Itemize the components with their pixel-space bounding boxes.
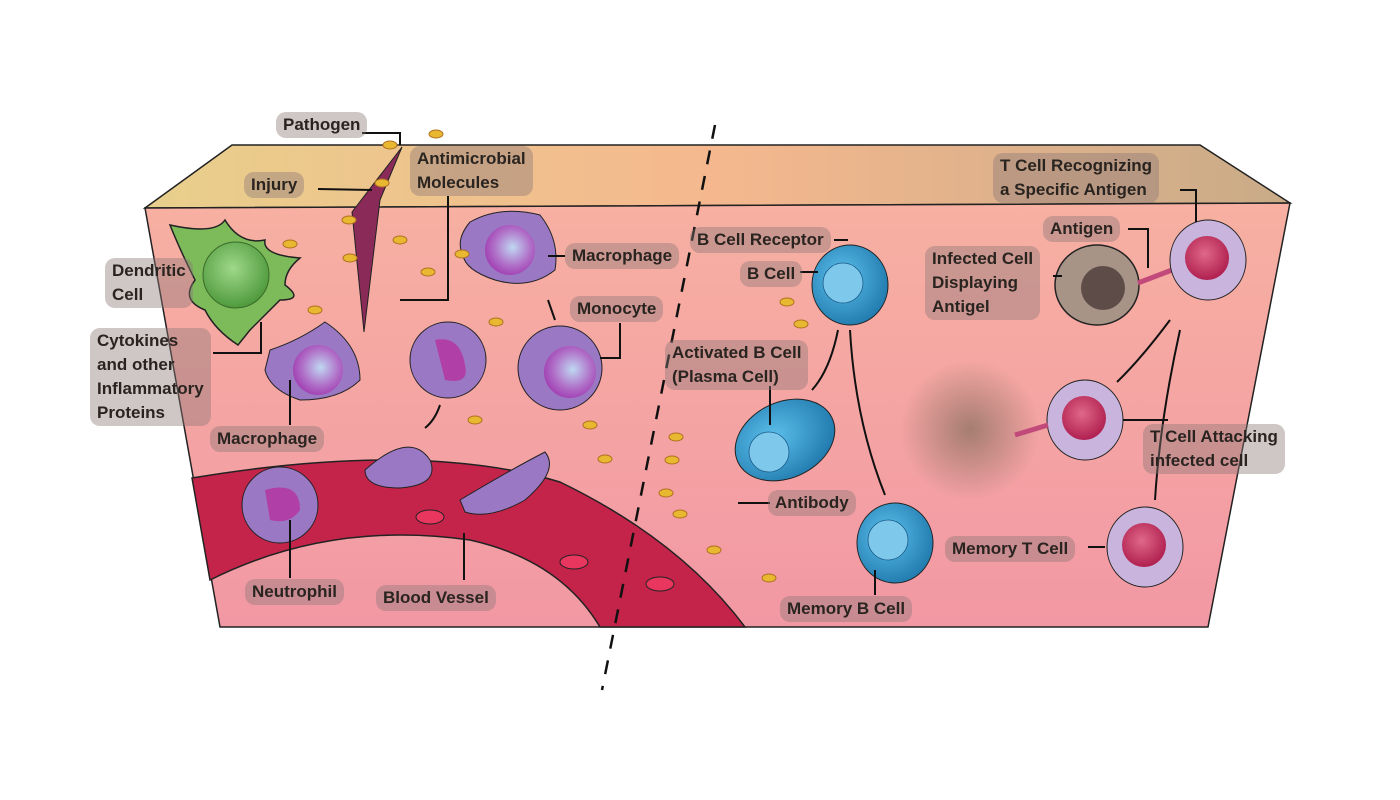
t-cell-attacking bbox=[1046, 379, 1124, 461]
injury-wound bbox=[351, 146, 403, 333]
label-dendritic-cell: Dendritic Cell bbox=[105, 258, 193, 308]
label-memory-t-cell: Memory T Cell bbox=[945, 536, 1076, 562]
migrating-cell bbox=[459, 451, 550, 515]
label-monocyte: Monocyte bbox=[570, 296, 664, 322]
b-cell bbox=[811, 244, 889, 326]
pathogens bbox=[282, 129, 809, 583]
macrophage-bottom bbox=[264, 321, 361, 401]
label-activated-b-cell: Activated B Cell (Plasma Cell) bbox=[665, 340, 809, 390]
macrophage-top bbox=[459, 210, 557, 284]
antigen-link bbox=[1137, 267, 1173, 286]
label-blood-vessel: Blood Vessel bbox=[376, 585, 496, 611]
red-blood-cell bbox=[415, 509, 445, 525]
label-t-cell-recognizing: T Cell Recognizing a Specific Antigen bbox=[993, 153, 1160, 203]
plasma-cell bbox=[734, 398, 836, 482]
innate-adaptive-divider bbox=[600, 124, 717, 691]
attack-link bbox=[1014, 422, 1049, 438]
dendritic-cell bbox=[168, 218, 302, 347]
red-blood-cell bbox=[645, 576, 675, 592]
label-cytokines: Cytokines and other Inflammatory Protein… bbox=[90, 328, 211, 426]
neutrophil-tissue bbox=[409, 321, 487, 399]
memory-b-cell bbox=[856, 502, 934, 584]
label-t-cell-attacking: T Cell Attacking infected cell bbox=[1143, 424, 1285, 474]
label-b-cell: B Cell bbox=[740, 261, 803, 287]
memory-t-cell bbox=[1106, 506, 1184, 588]
leader-lines bbox=[213, 132, 1197, 595]
t-cell-recognizing bbox=[1169, 219, 1247, 301]
label-neutrophil: Neutrophil bbox=[245, 579, 344, 605]
label-antigen: Antigen bbox=[1043, 216, 1121, 242]
label-macrophage-top: Macrophage bbox=[565, 243, 680, 269]
label-b-cell-receptor: B Cell Receptor bbox=[690, 227, 831, 253]
migrating-cell bbox=[364, 446, 433, 489]
infected-cell bbox=[1054, 244, 1140, 326]
lysed-cell-shadow bbox=[900, 360, 1040, 500]
label-antibody: Antibody bbox=[768, 490, 856, 516]
monocyte bbox=[517, 325, 603, 411]
flow-arcs bbox=[424, 299, 1181, 501]
label-memory-b-cell: Memory B Cell bbox=[780, 596, 913, 622]
label-pathogen: Pathogen bbox=[276, 112, 368, 138]
label-infected-cell: Infected Cell Displaying Antigel bbox=[925, 246, 1041, 320]
red-blood-cell bbox=[559, 554, 589, 570]
label-macrophage-bottom: Macrophage bbox=[210, 426, 325, 452]
label-antimicrobial-molecules: Antimicrobial Molecules bbox=[410, 146, 533, 196]
label-injury: Injury bbox=[244, 172, 305, 198]
neutrophil-vessel bbox=[241, 466, 319, 544]
